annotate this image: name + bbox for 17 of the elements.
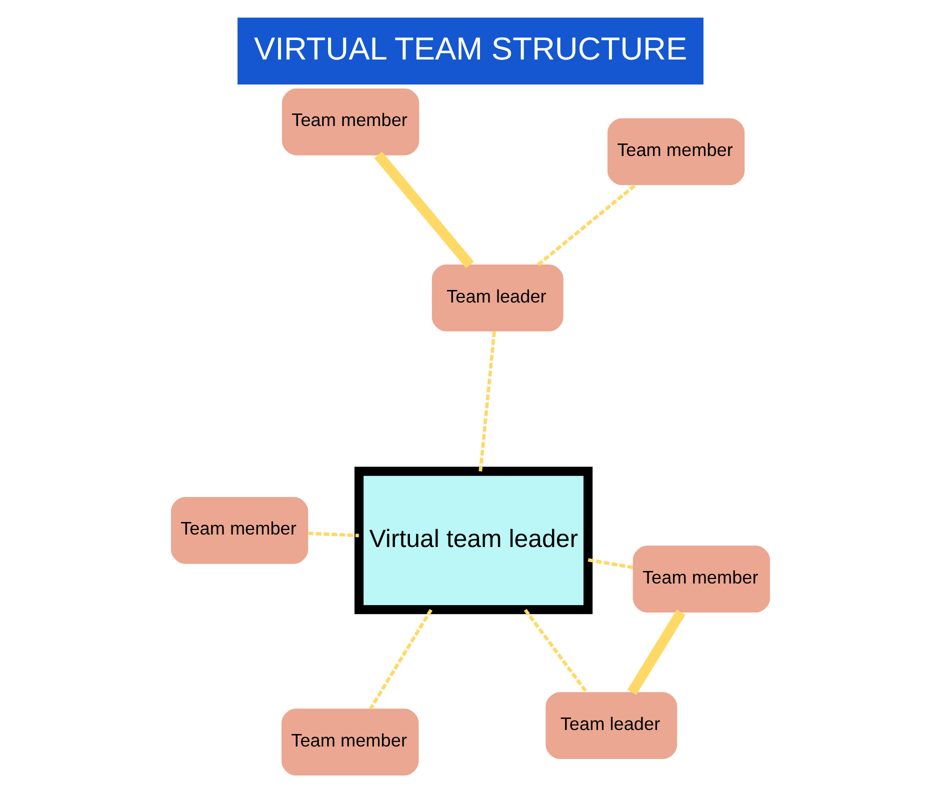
connector bbox=[368, 608, 432, 710]
connector bbox=[626, 610, 685, 695]
node-box: Team member bbox=[282, 88, 419, 156]
connector bbox=[523, 608, 588, 694]
connector bbox=[536, 183, 636, 266]
connector bbox=[307, 532, 358, 538]
diagram-title: VIRTUAL TEAM STRUCTURE bbox=[253, 30, 687, 66]
node-box: Team member bbox=[170, 496, 308, 564]
node-box: Team member bbox=[606, 118, 744, 186]
node-box: Team member bbox=[281, 708, 418, 776]
connector bbox=[374, 152, 474, 268]
node-box: Team member bbox=[632, 546, 770, 613]
connector bbox=[587, 558, 633, 570]
node-box: Team leader bbox=[431, 264, 563, 332]
connector bbox=[478, 330, 496, 472]
node-box: Team leader bbox=[545, 692, 677, 759]
node-box: Virtual team leader bbox=[354, 466, 592, 614]
